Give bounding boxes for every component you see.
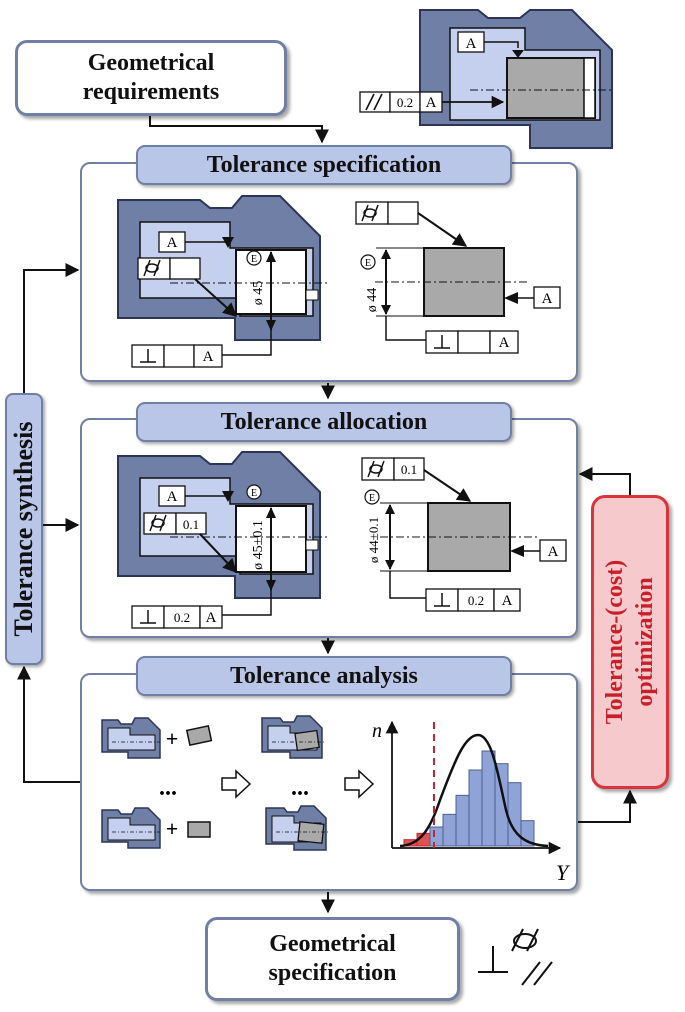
alloc-perp-value: 0.2	[174, 610, 190, 625]
alloc-shaft-envelope: E	[369, 493, 375, 504]
analysis-ellipsis-left: ...	[159, 775, 177, 801]
spec-datum-a: A	[167, 235, 178, 251]
tolerance-synthesis-box: Tolerance synthesis	[5, 393, 43, 665]
alloc-shaft-perp-datum: A	[502, 593, 513, 609]
spec-housing-drawing: A ø 45 E A	[117, 195, 330, 368]
alloc-shaft-cyl-value: 0.1	[401, 462, 417, 477]
analysis-ellipsis-right: ...	[291, 775, 309, 801]
alloc-shaft-dim: ø 44±0.1	[366, 517, 381, 563]
top-assembly-drawing: A 0.2 A	[359, 9, 613, 149]
histogram-bar	[429, 826, 444, 847]
alloc-perp-datum: A	[206, 610, 217, 626]
specification-line-1: Geometrical	[269, 931, 396, 958]
alloc-bore-dim: ø 45±0.1	[251, 520, 266, 570]
spec-shaft-datum: A	[542, 291, 553, 307]
tolerance-optimization-box: Tolerance-(cost) optimization	[591, 495, 669, 789]
analysis-plus-1: +	[166, 726, 179, 751]
alloc-datum-a: A	[167, 489, 178, 505]
top-datum-a: A	[466, 36, 477, 52]
alloc-shaft-datum: A	[548, 544, 559, 560]
histogram-x-label: Y	[556, 860, 571, 885]
spec-shaft-perp-datum: A	[499, 335, 510, 351]
requirements-line-1: Geometrical	[87, 50, 215, 77]
histogram-bar	[468, 769, 483, 847]
tolerance-allocation-title: Tolerance allocation	[136, 402, 512, 442]
histogram-bar	[455, 794, 470, 847]
tolerance-specification-title: Tolerance specification	[136, 145, 512, 185]
alloc-shaft-drawing: 0.1 ø 44±0.1 E A 0.2 A	[361, 457, 567, 612]
legend-symbols	[478, 928, 553, 986]
tolerance-analysis-title: Tolerance analysis	[136, 656, 512, 696]
spec-perp-datum: A	[203, 349, 214, 365]
alloc-cyl-value: 0.1	[183, 517, 199, 532]
alloc-bore-envelope: E	[251, 488, 257, 499]
top-parallelism-datum: A	[426, 95, 437, 111]
analysis-assemblies: + ... ... +	[101, 715, 375, 851]
histogram-bar	[442, 813, 457, 847]
cylindricity-icon	[513, 933, 537, 949]
requirements-line-2: requirements	[82, 79, 220, 105]
spec-bore-dim: ø 45	[251, 281, 266, 306]
parallelism-icon	[521, 961, 541, 986]
histogram-y-label: n	[372, 720, 382, 742]
geometrical-requirements-box: Geometrical requirements	[15, 40, 287, 116]
histogram-bar	[481, 750, 496, 847]
alloc-housing-drawing: A 0.1 ø 45±0.1 E 0.2 A	[117, 451, 330, 629]
specification-line-2: specification	[268, 960, 397, 986]
spec-shaft-dim: ø 44	[365, 288, 380, 313]
analysis-plus-2: +	[166, 816, 179, 841]
distribution-curve	[399, 733, 549, 848]
geometrical-specification-box: Geometrical specification	[205, 917, 460, 1001]
top-parallelism-value: 0.2	[397, 95, 413, 110]
spec-shaft-drawing: ø 44 E A A	[355, 201, 561, 354]
spec-shaft-envelope: E	[365, 258, 371, 269]
spec-bore-envelope: E	[251, 254, 257, 265]
alloc-shaft-perp-value: 0.2	[468, 593, 484, 608]
analysis-histogram: n Y	[372, 720, 571, 885]
